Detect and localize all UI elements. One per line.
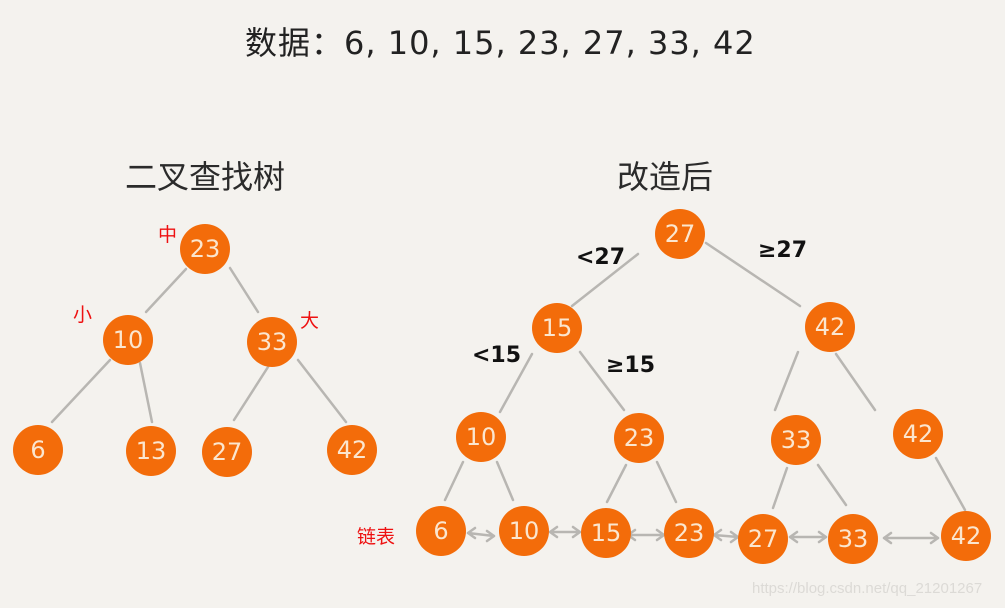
index-node: 15 [532, 303, 582, 353]
bst-node-leaf: 13 [126, 426, 176, 476]
watermark: https://blog.csdn.net/qq_21201267 [752, 580, 983, 597]
edge-label-ge15: ≥15 [606, 353, 656, 378]
bst-node-leaf: 27 [202, 427, 252, 477]
leaf-list-node: 42 [941, 511, 991, 561]
edge-label-lt15: <15 [472, 343, 522, 368]
leaf-list-node: 23 [664, 508, 714, 558]
bst-title: 二叉查找树 [125, 158, 286, 196]
leaf-list-node: 10 [499, 506, 549, 556]
bst-node-leaf: 42 [327, 425, 377, 475]
linked-list-label: 链表 [357, 526, 396, 548]
bst-node-left: 10 [103, 315, 153, 365]
bst-node-leaf: 6 [13, 425, 63, 475]
leaf-list-node: 27 [738, 514, 788, 564]
index-node: 42 [805, 302, 855, 352]
leaf-list-node: 15 [581, 508, 631, 558]
data-title: 数据：6, 10, 15, 23, 27, 33, 42 [245, 24, 756, 62]
leaf-list-node: 6 [416, 506, 466, 556]
bst-node-right: 33 [247, 317, 297, 367]
label-small: 小 [73, 304, 93, 326]
label-large: 大 [300, 310, 320, 332]
index-node: 23 [614, 413, 664, 463]
edge-label-ge27: ≥27 [758, 238, 808, 263]
bst-node-root: 23 [180, 224, 230, 274]
index-node: 33 [771, 415, 821, 465]
modified-tree-title: 改造后 [617, 158, 714, 196]
index-node-root: 27 [655, 209, 705, 259]
index-node: 10 [456, 412, 506, 462]
leaf-list-node: 33 [828, 514, 878, 564]
edge-label-lt27: <27 [576, 245, 626, 270]
index-node: 42 [893, 409, 943, 459]
label-middle: 中 [158, 224, 178, 246]
